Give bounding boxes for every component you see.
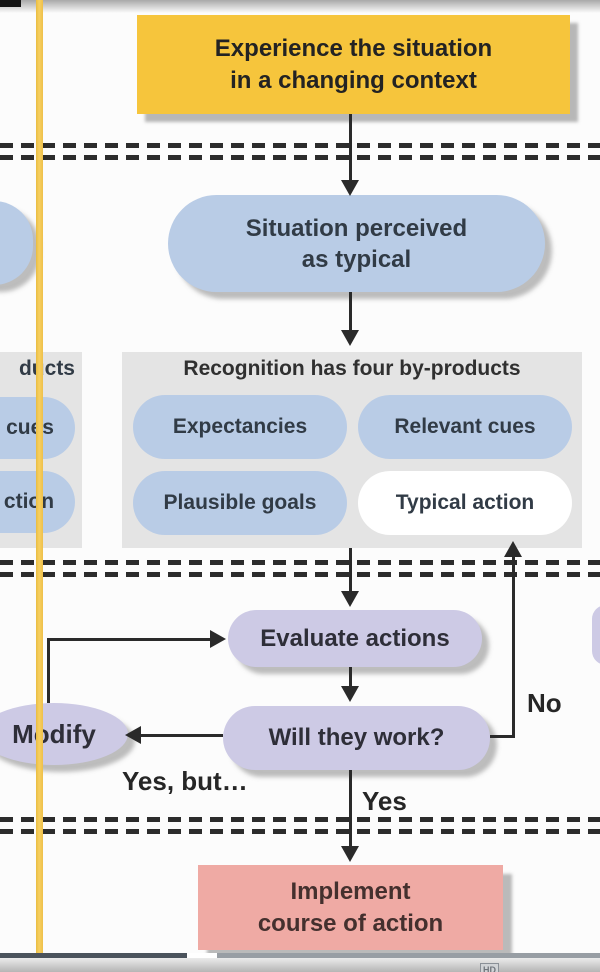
arrow-head-5 [341,846,359,862]
typical-action-pill: Typical action [358,471,572,535]
arrow-line-5 [349,770,352,846]
yes-label: Yes [362,786,407,816]
evaluate-actions-pill: Evaluate actions [228,610,482,667]
implement-box: Implement course of action [198,865,503,950]
plausible-goals-pill: Plausible goals [133,471,347,535]
no-return-elbow [490,735,515,738]
byproducts-title: Recognition has four by-products [183,357,521,380]
left-copy-pill-cap [0,201,33,285]
corner-black-rect [0,0,21,7]
experience-box-line2: in a changing context [230,66,477,94]
implement-line1: Implement [290,877,411,905]
arrow-head-3 [341,591,359,607]
will-to-modify-line [141,734,223,737]
modify-pill: Modify [0,703,128,765]
progress-track[interactable] [0,953,600,958]
modify-feedback-hline [47,638,210,641]
left-copy-title-fragment: ducts [18,357,75,380]
player-controls-strip [0,958,600,972]
progress-playhead[interactable] [187,953,217,958]
right-copy-pill-cap [592,605,600,665]
hd-quality-badge[interactable]: HD [480,963,499,972]
situation-pill: Situation perceived as typical [168,195,545,292]
left-copy-pill2-text: ction [3,490,55,513]
implement-line2: course of action [257,909,444,937]
dashed-divider-a2 [0,155,600,160]
arrow-head-2 [341,330,359,346]
relevant-cues-pill: Relevant cues [358,395,572,459]
modify-feedback-arrow-head [210,630,226,648]
modify-feedback-vline [47,640,50,703]
dashed-divider-c2 [0,829,600,834]
relevant-cues-label: Relevant cues [394,415,536,438]
dashed-divider-a1 [0,143,600,148]
dashed-divider-c1 [0,817,600,822]
no-return-arrow-head [504,541,522,557]
typical-action-label: Typical action [395,491,535,514]
arrow-head-top [341,180,359,196]
will-to-modify-arrow-head [125,726,141,744]
yes-but-label: Yes, but… [122,766,248,796]
modify-label: Modify [12,718,96,749]
dashed-divider-b1 [0,560,600,565]
arrow-head-4 [341,686,359,702]
arrow-line-4 [349,667,352,686]
no-return-line [512,557,515,737]
plausible-goals-label: Plausible goals [163,491,317,514]
will-they-work-pill: Will they work? [223,706,490,770]
situation-pill-line2: as typical [301,245,412,273]
expectancies-label: Expectancies [172,415,308,438]
evaluate-actions-label: Evaluate actions [260,624,450,652]
dashed-divider-b2 [0,572,600,577]
arrow-line-3 [349,548,352,591]
left-copy-pill1-text: cues [6,416,54,439]
expectancies-pill: Expectancies [133,395,347,459]
no-label: No [527,688,562,718]
top-shade-gradient [0,0,600,13]
gold-vertical-line [36,0,43,972]
experience-box-line1: Experience the situation [214,34,493,62]
experience-box: Experience the situation in a changing c… [137,15,570,114]
progress-played[interactable] [0,953,187,958]
situation-pill-line1: Situation perceived [245,214,468,242]
arrow-line-2 [349,292,352,330]
will-they-work-label: Will they work? [268,724,445,751]
